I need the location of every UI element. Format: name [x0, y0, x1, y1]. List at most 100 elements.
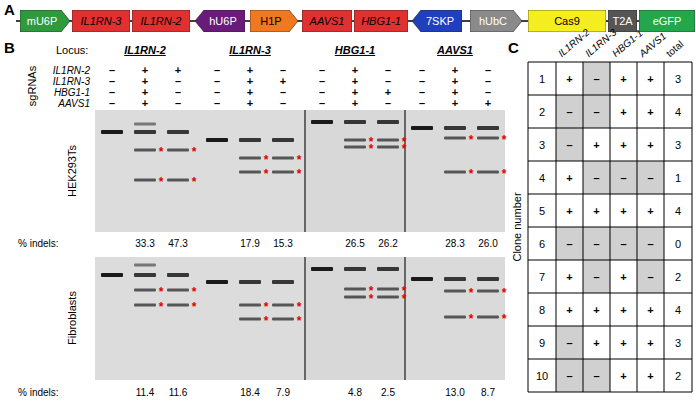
gel-band	[344, 146, 366, 149]
grid-line	[528, 194, 692, 195]
cleavage-asterisk: *	[192, 286, 197, 298]
text-label: 10	[536, 369, 548, 381]
plus-minus-mark: +	[593, 204, 599, 216]
gel-band	[134, 273, 156, 277]
gel-band	[444, 290, 466, 293]
plus-minus-mark: +	[142, 75, 148, 87]
text-label: % indels:	[18, 238, 59, 249]
gel-band	[167, 149, 189, 152]
shape-fill	[639, 10, 695, 32]
element-label: Cas9	[528, 10, 606, 32]
plus-minus-mark: +	[352, 75, 358, 87]
plus-minus-mark: +	[620, 336, 626, 348]
plus-minus-mark: +	[647, 204, 653, 216]
cleavage-asterisk: *	[502, 168, 507, 180]
shape-fill	[250, 10, 298, 32]
plus-minus-mark: +	[647, 72, 653, 84]
shape-fill	[470, 10, 522, 32]
plus-minus-mark: +	[142, 97, 148, 109]
grid-line	[528, 227, 692, 228]
text-label: 47.3	[168, 238, 187, 249]
negative-cell	[637, 227, 664, 260]
gel-band	[239, 280, 261, 284]
plus-minus-mark: +	[593, 138, 599, 150]
element-label: mU6P	[20, 10, 70, 32]
element-label: 7SKP	[412, 10, 462, 32]
gel-band	[477, 290, 499, 293]
plus-minus-mark: –	[214, 75, 220, 87]
gel-band	[411, 126, 433, 130]
gel-band	[444, 316, 466, 319]
cleavage-asterisk: *	[264, 154, 269, 166]
plus-minus-mark: –	[647, 270, 653, 282]
gene-box: IL1RN-2	[132, 10, 190, 32]
plus-minus-mark: +	[280, 75, 286, 87]
element-label: hUbC	[470, 10, 522, 32]
text-label: 2	[539, 105, 545, 117]
plus-minus-mark: –	[385, 75, 391, 87]
text-label: 1	[539, 72, 545, 84]
gel-band	[101, 273, 123, 277]
gel-image	[95, 257, 304, 380]
grid-line	[528, 293, 692, 294]
plus-minus-mark: +	[593, 303, 599, 315]
gel-image	[306, 257, 404, 380]
promoter-arrow: 7SKP	[412, 10, 462, 32]
gel-band	[344, 120, 366, 124]
plus-minus-mark: –	[280, 64, 286, 76]
gel-band	[377, 146, 399, 149]
plus-minus-mark: –	[593, 72, 599, 84]
gene-label: IL1RN-3	[53, 76, 90, 87]
text-label: 6	[539, 237, 545, 249]
locus-heading: AAVS1	[437, 44, 473, 56]
text-label: 4	[675, 105, 681, 117]
plus-minus-mark: –	[280, 86, 286, 98]
gel-band	[239, 318, 261, 321]
text-label: Fibroblasts	[66, 291, 78, 345]
gel-image	[406, 257, 505, 380]
gel-band	[134, 149, 156, 152]
plus-minus-mark: +	[620, 369, 626, 381]
grid-line	[528, 161, 692, 162]
gene-box: HBG1-1	[354, 10, 408, 32]
plus-minus-mark: +	[647, 336, 653, 348]
plus-minus-mark: –	[109, 64, 115, 76]
plus-minus-mark: –	[647, 171, 653, 183]
plus-minus-mark: –	[175, 75, 181, 87]
grid-line	[528, 95, 692, 96]
gel-band	[272, 318, 294, 321]
gene-box: IL1RN-3	[72, 10, 130, 32]
plus-minus-mark: –	[485, 75, 491, 87]
plus-minus-mark: –	[175, 97, 181, 109]
gel-band	[206, 138, 228, 142]
shape-fill	[195, 10, 245, 32]
cleavage-asterisk: *	[297, 168, 302, 180]
shape-fill	[132, 10, 190, 32]
gel-band	[239, 304, 261, 307]
plus-minus-mark: +	[452, 86, 458, 98]
plus-minus-mark: –	[566, 237, 572, 249]
element-label: H1P	[250, 10, 298, 32]
shape-fill	[72, 10, 130, 32]
text-label: HEK293Ts	[66, 145, 78, 197]
plus-minus-mark: +	[620, 72, 626, 84]
text-label: sgRNAs	[26, 66, 38, 106]
text-label: 1	[675, 171, 681, 183]
cleavage-asterisk: *	[469, 168, 474, 180]
gel-divider	[404, 110, 405, 232]
grid-line	[528, 62, 692, 63]
plus-minus-mark: +	[385, 86, 391, 98]
plus-minus-mark: +	[247, 97, 253, 109]
negative-cell	[556, 359, 583, 392]
cleavage-asterisk: *	[502, 313, 507, 325]
cleavage-asterisk: *	[502, 287, 507, 299]
gel-divider	[304, 110, 305, 232]
shape-fill	[20, 10, 70, 32]
plus-minus-mark: –	[419, 64, 425, 76]
plus-minus-mark: –	[385, 64, 391, 76]
plus-minus-mark: –	[109, 75, 115, 87]
element-label: HBG1-1	[354, 10, 408, 32]
plus-minus-mark: –	[175, 86, 181, 98]
plus-minus-mark: +	[352, 86, 358, 98]
cleavage-asterisk: *	[159, 301, 164, 313]
